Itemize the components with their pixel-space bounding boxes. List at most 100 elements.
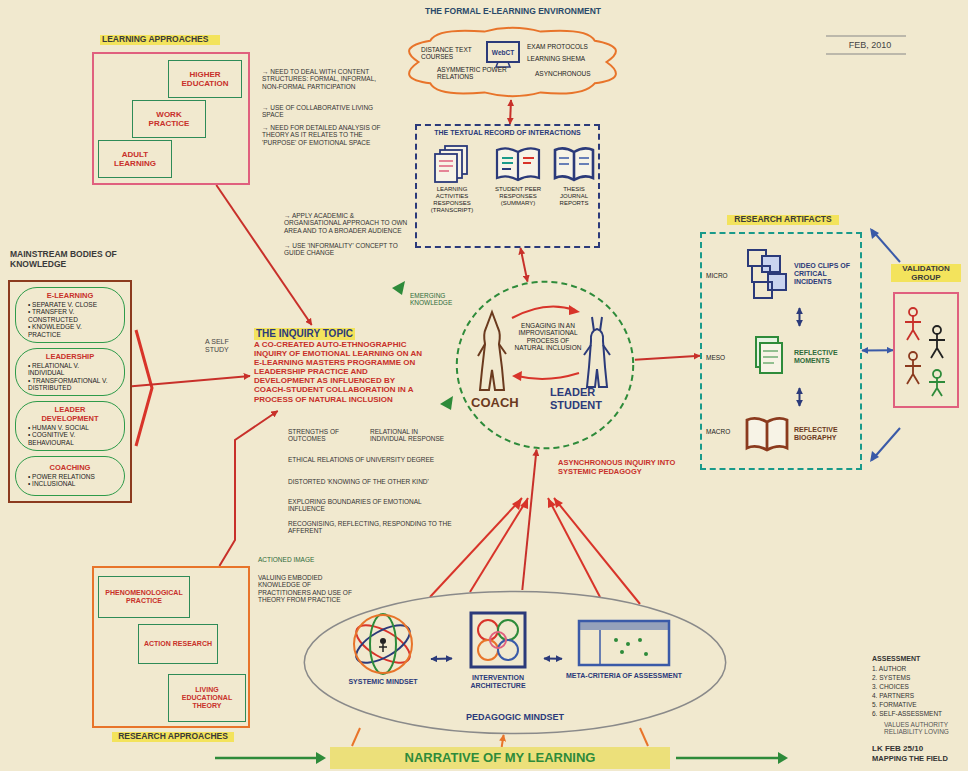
narrative-line [215, 757, 318, 760]
up-line [352, 728, 360, 746]
node-text: LEADER STUDENT [550, 386, 614, 411]
node-text: • TRANSFORMATIONAL V. DISTRIBUTED [28, 377, 112, 392]
meta-stroke [579, 621, 669, 665]
video-icon [744, 246, 790, 302]
docs-stroke [439, 161, 453, 171]
artifact-item: REFLECTIVE BIOGRAPHY [742, 406, 857, 462]
node-heading: HIGHER EDUCATION [172, 70, 238, 88]
arch-stroke [490, 632, 506, 648]
bookbr-stroke [747, 418, 787, 450]
artifact-item: VIDEO CLIPS OF CRITICAL INCIDENTS [742, 240, 857, 308]
arcs-icon [455, 280, 635, 450]
node-heading: WORK PRACTICE [136, 110, 202, 128]
arch-stroke [478, 620, 498, 640]
node-heading: SYSTEMIC MINDSET [337, 678, 429, 686]
systemic-stroke [379, 644, 387, 652]
note-label: 6. SELF-ASSESSMENT [872, 710, 952, 717]
arcs-stroke [569, 305, 580, 315]
node-text: DISTANCE TEXT COURSES [421, 46, 483, 61]
coach-icon [477, 310, 507, 392]
moments-stroke [760, 343, 782, 373]
moments-stroke [763, 351, 778, 363]
arch-stroke [478, 620, 518, 660]
research-box: ACTION RESEARCH [138, 624, 218, 664]
node-heading: NARRATIVE OF MY LEARNING [334, 751, 666, 766]
node-heading: LEADER DEVELOPMENT [28, 406, 112, 423]
fan-heads [512, 498, 563, 510]
node-text: • TRANSFER V. CONSTRUCTED [28, 308, 112, 323]
node-heading: ACTION RESEARCH [142, 640, 214, 648]
up-line [640, 728, 648, 746]
node-heading: RESEARCH APPROACHES [112, 732, 234, 742]
arcs-stroke [517, 373, 579, 379]
knowledge-oval: LEADERSHIP• RELATIONAL V. INDIVIDUAL• TR… [15, 348, 125, 397]
coach-stroke [480, 312, 504, 390]
note-label: EXPLORING BOUNDARIES OF EMOTIONAL INFLUE… [288, 498, 453, 513]
fan-line [554, 498, 640, 604]
note-label: DISTORTED 'KNOWING OF THE OTHER KIND' [288, 478, 453, 485]
people-stroke [933, 370, 941, 378]
node-text: • KNOWLEDGE V. PRACTICE [28, 323, 112, 338]
note-label: STRENGTHS OF OUTCOMES [288, 428, 358, 443]
node-heading: LEADERSHIP [28, 353, 112, 362]
people-stroke [905, 308, 945, 396]
connector [219, 411, 277, 566]
meta-stroke [626, 642, 630, 646]
note-label: RELATIONAL IN INDIVIDUAL RESPONSE [370, 428, 450, 443]
note-label: 3. CHOICES [872, 683, 952, 690]
note-label: ASSESSMENT [872, 655, 952, 663]
connector [544, 658, 562, 660]
node-heading: LEARNING APPROACHES [100, 35, 220, 45]
date-rule [826, 53, 906, 54]
connector [510, 100, 511, 124]
fan-line [548, 498, 600, 597]
node-text: EXAM PROTOCOLS [527, 43, 597, 50]
note-label: 5. FORMATIVE [872, 701, 952, 708]
node-heading: THESIS JOURNAL REPORTS [552, 186, 596, 207]
note-label: LK FEB 25/10 [872, 744, 962, 753]
node-heading: VALIDATION GROUP [891, 264, 961, 282]
meta-stroke [579, 621, 669, 630]
connector [635, 356, 700, 360]
leader-stroke [587, 329, 607, 387]
approach-box: WORK PRACTICE [132, 100, 206, 138]
knowledge-oval: LEADER DEVELOPMENT• HUMAN V. SOCIAL• COG… [15, 401, 125, 451]
people-stroke [929, 334, 945, 358]
note-label: → USE 'INFORMALITY' CONCEPT TO GUIDE CHA… [284, 242, 409, 257]
video-stroke [748, 250, 786, 298]
bookb-stroke [559, 158, 589, 164]
node-text: MESO [706, 354, 740, 361]
note-label: ETHICAL RELATIONS OF UNIVERSITY DEGREE [288, 456, 438, 463]
people-stroke [905, 360, 921, 384]
node-heading: PEDAGOGIC MINDSET [450, 712, 580, 722]
interaction-circle: ENGAGING IN AN IMPROVISATIONAL PROCESS O… [455, 280, 635, 450]
node-text: ASYMMETRIC POWER RELATIONS [437, 66, 527, 81]
meta-stroke [599, 630, 601, 665]
node-heading: MAINSTREAM BODIES OF KNOWLEDGE [10, 250, 130, 270]
node-text: LEARNING SHEMA [527, 55, 597, 62]
record-item: LEARNING ACTIVITIES RESPONSES (TRANSCRIP… [420, 142, 484, 242]
node-text: MACRO [706, 428, 740, 435]
bookb-stroke [555, 148, 593, 180]
node-text: MICRO [706, 272, 740, 279]
note-label: RECOGNISING, REFLECTING, RESPONDING TO T… [288, 520, 453, 535]
coach-stroke [478, 344, 506, 356]
narrative-band: NARRATIVE OF MY LEARNING [330, 747, 670, 769]
meta-stroke [638, 638, 642, 642]
note-label: 2. SYSTEMS [872, 674, 952, 681]
arch-stroke [471, 613, 525, 667]
node-text: ASYNCHRONOUS [535, 70, 597, 77]
node-heading: THE FORMAL E-LEARNING ENVIRONMENT [413, 7, 613, 17]
leader-icon [583, 315, 611, 389]
node-heading: PHENOMENOLOGICAL PRACTICE [102, 589, 186, 605]
monitor-stroke [487, 42, 519, 62]
research-group: RESEARCH APPROACHESPHENOMENOLOGICAL PRAC… [92, 566, 250, 728]
inquiry-fan [430, 498, 640, 604]
mindset-item: SYSTEMIC MINDSET [335, 612, 431, 707]
knowledge-oval: COACHING• POWER RELATIONS• INCLUSIONAL [15, 456, 125, 496]
green-arrowhead [392, 281, 405, 295]
narrative-line [676, 757, 780, 760]
meta-stroke [614, 638, 648, 656]
